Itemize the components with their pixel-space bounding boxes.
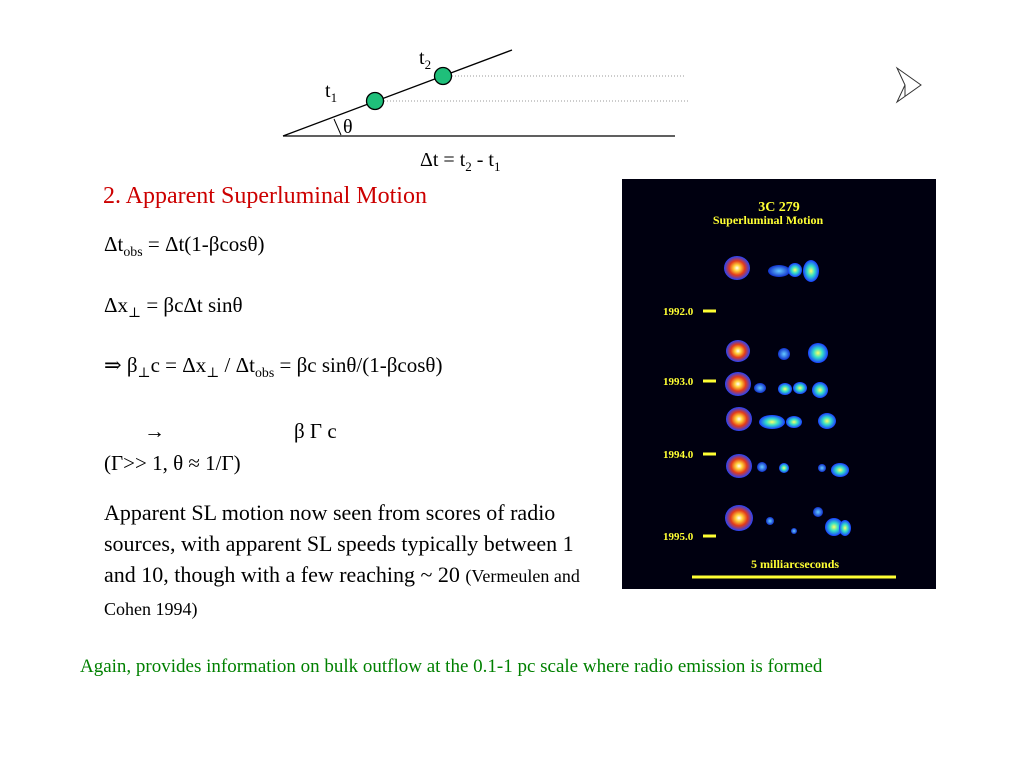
epoch-row — [726, 407, 836, 431]
equation-dt-obs: Δtobs = Δt(1-βcosθ) — [104, 232, 265, 259]
equation-dx-perp: Δx⊥ = βcΔt sinθ — [104, 293, 243, 320]
equation-condition: (Γ>> 1, θ ≈ 1/Γ) — [104, 451, 241, 475]
epoch-label: 1995.0 — [663, 531, 694, 543]
label-theta: θ — [343, 116, 353, 138]
blob-t1-dot — [365, 91, 385, 111]
radio-image-3c279: 3C 279 Superluminal Motion — [622, 179, 936, 589]
epoch-row — [726, 340, 828, 363]
image-subtitle: Superluminal Motion — [713, 213, 824, 227]
scale-label: 5 milliarcseconds — [751, 557, 839, 571]
image-title: 3C 279 — [758, 200, 800, 215]
section-title: 2. Apparent Superluminal Motion — [103, 183, 427, 209]
epoch-label: 1994.0 — [663, 449, 694, 461]
play-next-icon[interactable] — [895, 66, 925, 106]
delta-t-equation: Δt = t2 - t1 — [420, 149, 500, 174]
epoch-row — [725, 372, 828, 398]
equation-apparent-speed: ⇒ β⊥c = Δx⊥ / Δtobs = βc sinθ/(1-βcosθ) — [104, 353, 443, 380]
footer-note: Again, provides information on bulk outf… — [80, 656, 823, 677]
label-t1: t1 — [325, 80, 337, 105]
epoch-label: 1993.0 — [663, 376, 694, 388]
blob-t2-dot — [433, 66, 453, 86]
body-paragraph: Apparent SL motion now seen from scores … — [104, 500, 580, 619]
angle-arc — [333, 118, 342, 136]
epoch-row — [725, 505, 851, 536]
right-arrow-icon: → — [144, 419, 165, 443]
epoch-row — [724, 256, 819, 282]
epoch-label: 1992.0 — [663, 306, 694, 318]
jet-line — [282, 49, 513, 137]
epoch-row — [726, 454, 849, 478]
geometry-diagram: t2 t1 θ Δt = t2 - t1 — [282, 47, 690, 174]
equation-limit: →β Γ c — [104, 419, 337, 443]
citation: (Vermeulen and Cohen 1994) — [104, 566, 580, 619]
label-t2: t2 — [419, 47, 431, 72]
